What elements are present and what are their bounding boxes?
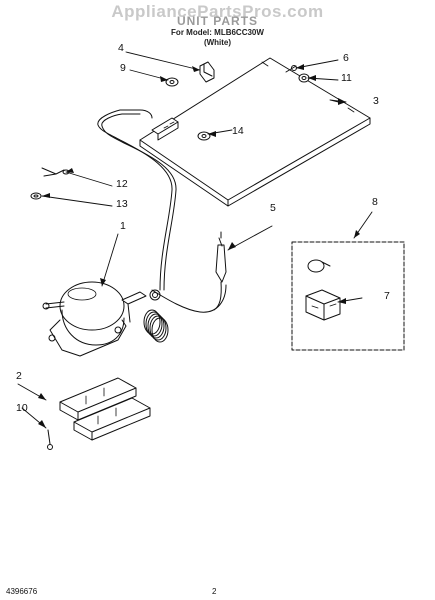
page-number: 2 xyxy=(212,587,217,596)
part-13-washer xyxy=(30,192,42,200)
callout-leaders xyxy=(17,51,373,429)
part-number: 4396676 xyxy=(6,587,38,596)
part-4-clip xyxy=(199,61,215,83)
condenser-coil xyxy=(143,289,169,343)
callout-11: 11 xyxy=(341,72,352,84)
base-plate xyxy=(139,57,371,207)
callout-14: 14 xyxy=(232,125,244,137)
watermark: AppliancePartsPros.com xyxy=(111,2,324,21)
callout-13: 13 xyxy=(116,198,128,210)
callout-12: 12 xyxy=(116,178,128,190)
callout-10: 10 xyxy=(16,402,28,414)
page-title: UNIT PARTS xyxy=(176,14,259,28)
part-10-screw xyxy=(47,429,53,450)
callout-7: 7 xyxy=(384,290,390,302)
part-14-grommet xyxy=(197,131,211,141)
callout-arrowheads xyxy=(38,64,360,428)
callout-3: 3 xyxy=(373,95,379,107)
callout-9: 9 xyxy=(120,62,126,74)
mounting-bracket xyxy=(151,117,179,141)
callout-5: 5 xyxy=(270,202,276,214)
part-12-clip xyxy=(41,167,70,177)
thermostat-probe xyxy=(213,231,227,311)
callout-4: 4 xyxy=(118,42,124,54)
model-line: For Model: MLB6CC30W xyxy=(171,28,264,37)
refrigerant-tubing xyxy=(97,109,227,313)
relay-kit-box xyxy=(291,241,405,351)
callout-6: 6 xyxy=(343,52,349,64)
compressor-mount-rails xyxy=(59,377,151,441)
callout-1: 1 xyxy=(120,220,126,232)
compressor xyxy=(42,281,147,357)
callout-2: 2 xyxy=(16,370,22,382)
part-9-grommet xyxy=(165,77,179,87)
color-line: (White) xyxy=(203,38,232,47)
part-11-nut xyxy=(298,73,310,83)
callout-8: 8 xyxy=(372,196,378,208)
